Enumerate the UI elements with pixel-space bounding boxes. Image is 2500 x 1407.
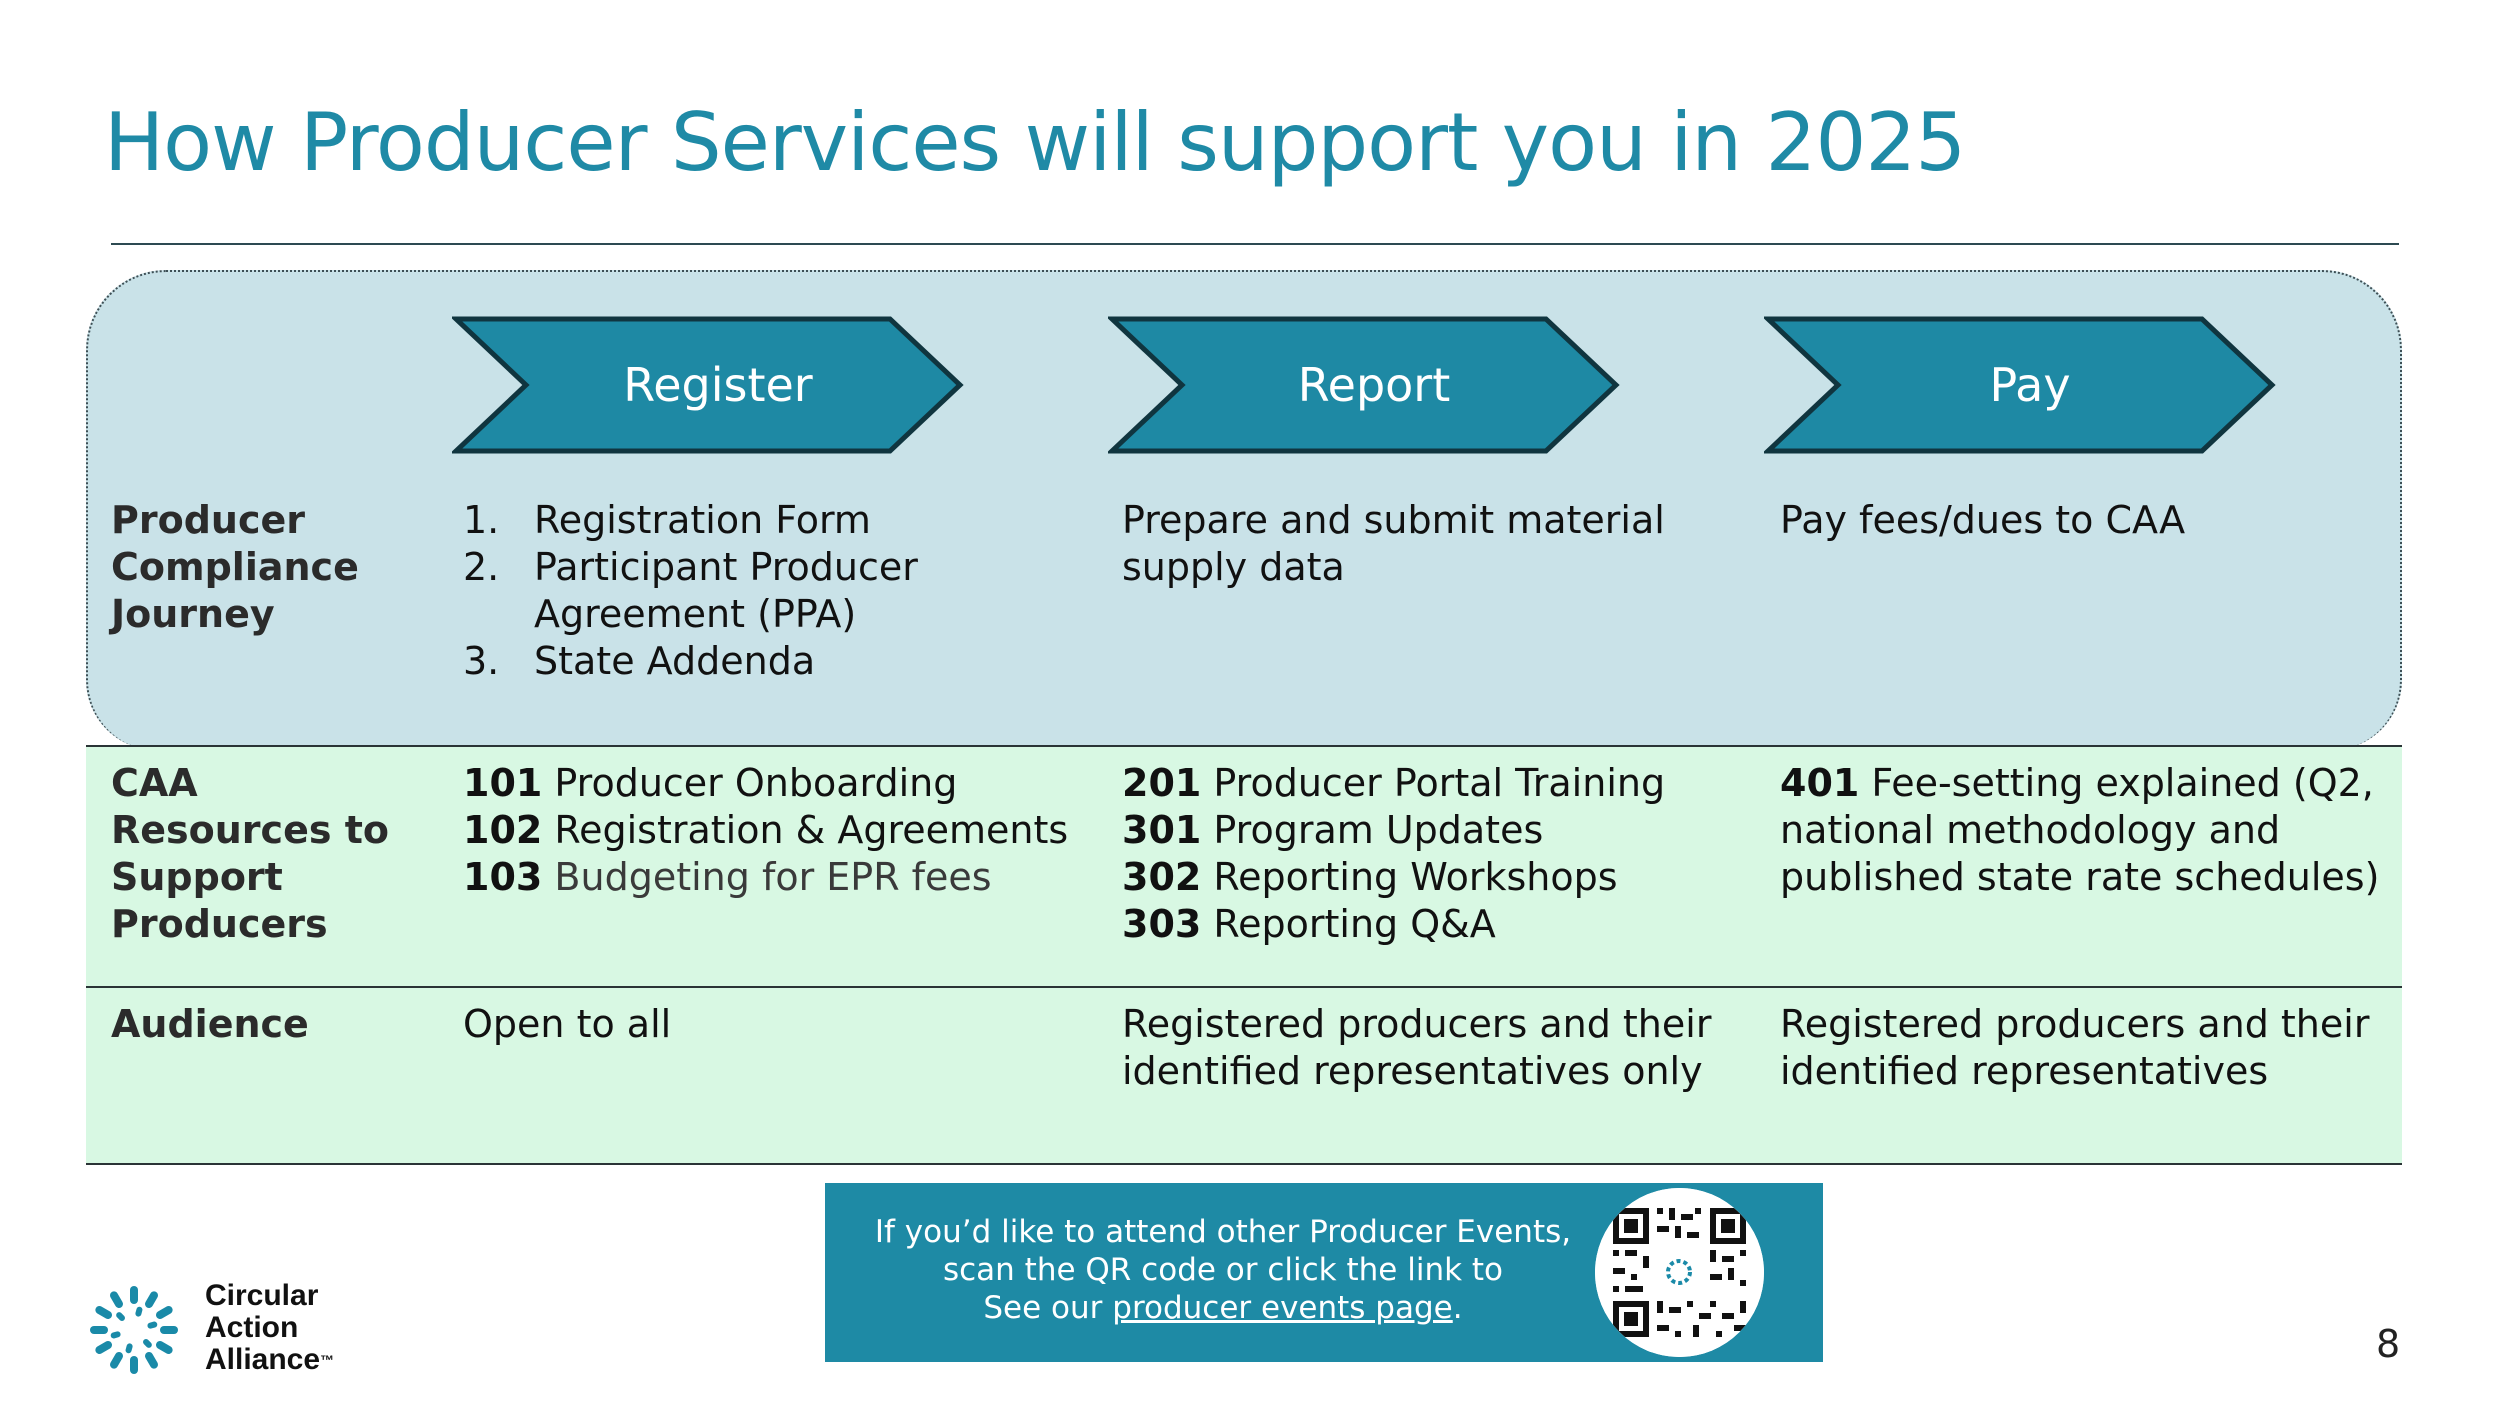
register-steps-list: 1.Registration Form 2.Participant Produc… (463, 497, 1083, 685)
logo-wordmark: Circular Action Alliance™ (205, 1279, 335, 1376)
circular-action-alliance-logo: Circular Action Alliance™ (82, 1275, 362, 1385)
list-item: 2.Participant Producer Agreement (PPA) (463, 545, 918, 636)
resource-item: 102 Registration & Agreements (463, 808, 1069, 852)
step-register-label: Register (623, 358, 813, 412)
resource-item: 201 Producer Portal Training (1122, 761, 1666, 805)
page-number: 8 (2376, 1322, 2401, 1366)
journey-report-cell: Prepare and submit material supply data (1122, 498, 1665, 589)
title-divider (111, 243, 2399, 245)
row-label-resources: CAA Resources to Support Producers (111, 761, 389, 946)
step-pay-label: Pay (1989, 358, 2071, 412)
table-bottom-rule (86, 1163, 2402, 1165)
resources-pay-cell: 401 Fee-setting explained (Q2, national … (1780, 760, 2380, 901)
resource-item: 103 Budgeting for EPR fees (463, 855, 992, 899)
list-item: 1.Registration Form (463, 498, 871, 542)
callout-text: If you’d like to attend other Producer E… (874, 1214, 1572, 1326)
chevron-arrow-icon (1764, 316, 2276, 454)
resources-report-cell: 201 Producer Portal Training 301 Program… (1122, 760, 1742, 948)
slide-title: How Producer Services will support you i… (104, 96, 1966, 189)
resource-item: 303 Reporting Q&A (1122, 902, 1496, 946)
chevron-arrow-icon (1108, 316, 1620, 454)
logo-mark-icon (90, 1286, 178, 1374)
row-label-journey: Producer Compliance Journey (111, 498, 359, 636)
row-divider-audience (86, 986, 2402, 988)
resource-item: 302 Reporting Workshops (1122, 855, 1618, 899)
chevron-arrow-icon (452, 316, 964, 454)
step-pay-chevron: Pay (1764, 316, 2276, 454)
audience-register-cell: Open to all (463, 1002, 672, 1046)
resource-item: 401 Fee-setting explained (Q2, national … (1780, 761, 2380, 899)
journey-register-cell: 1.Registration Form 2.Participant Produc… (463, 497, 1083, 685)
audience-report-cell: Registered producers and their identifie… (1122, 1002, 1712, 1093)
journey-pay-cell: Pay fees/dues to CAA (1780, 498, 2186, 542)
step-report-label: Report (1297, 358, 1451, 412)
audience-pay-cell: Registered producers and their identifie… (1780, 1002, 2370, 1093)
producer-events-link[interactable]: producer events page (1112, 1290, 1453, 1326)
resource-item: 101 Producer Onboarding (463, 761, 958, 805)
list-item: 3.State Addenda (463, 639, 816, 683)
producer-events-callout: If you’d like to attend other Producer E… (825, 1183, 1823, 1362)
step-register-chevron: Register (452, 316, 964, 454)
resource-item: 301 Program Updates (1122, 808, 1544, 852)
step-report-chevron: Report (1108, 316, 1620, 454)
qr-code-icon[interactable] (1595, 1188, 1764, 1357)
row-divider-resources (86, 745, 2402, 747)
row-label-audience: Audience (111, 1002, 309, 1046)
resources-panel (86, 745, 2402, 1163)
resources-register-cell: 101 Producer Onboarding 102 Registration… (463, 760, 1083, 901)
